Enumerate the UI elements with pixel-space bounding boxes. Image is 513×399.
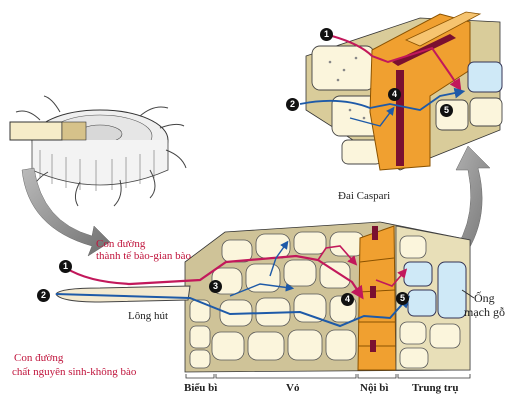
epidermis-label: Biểu bì: [184, 382, 217, 394]
tissue-section: [185, 222, 470, 372]
marker-4: 4: [341, 293, 354, 306]
apoplast-pathway-label-line2: thành tế bào-gian bào: [96, 250, 191, 262]
zoom-marker-2: 2: [286, 98, 299, 111]
zoom-marker-5: 5: [440, 104, 453, 117]
endodermis-label: Nội bì: [360, 382, 388, 394]
cortex-label: Vỏ: [286, 382, 299, 394]
symplast-pathway-label-line1: Con đường: [14, 352, 63, 364]
apoplast-pathway-label-line1: Con đường: [96, 238, 145, 250]
stele-label: Trung trụ: [412, 382, 459, 394]
marker-5: 5: [396, 292, 409, 305]
marker-2: 2: [37, 289, 50, 302]
xylem-vessel-label-line2: mạch gỗ: [464, 306, 505, 318]
xylem-vessel-label-line1: Ống: [474, 292, 495, 304]
marker-1: 1: [59, 260, 72, 273]
zoom-marker-4: 4: [388, 88, 401, 101]
symplast-pathway-label-line2: chất nguyên sinh-không bào: [12, 366, 136, 378]
marker-3: 3: [209, 280, 222, 293]
zoom-marker-1: 1: [320, 28, 333, 41]
root-hair-label: Lông hút: [128, 310, 168, 322]
casparian-strip-label: Đai Caspari: [338, 190, 390, 202]
